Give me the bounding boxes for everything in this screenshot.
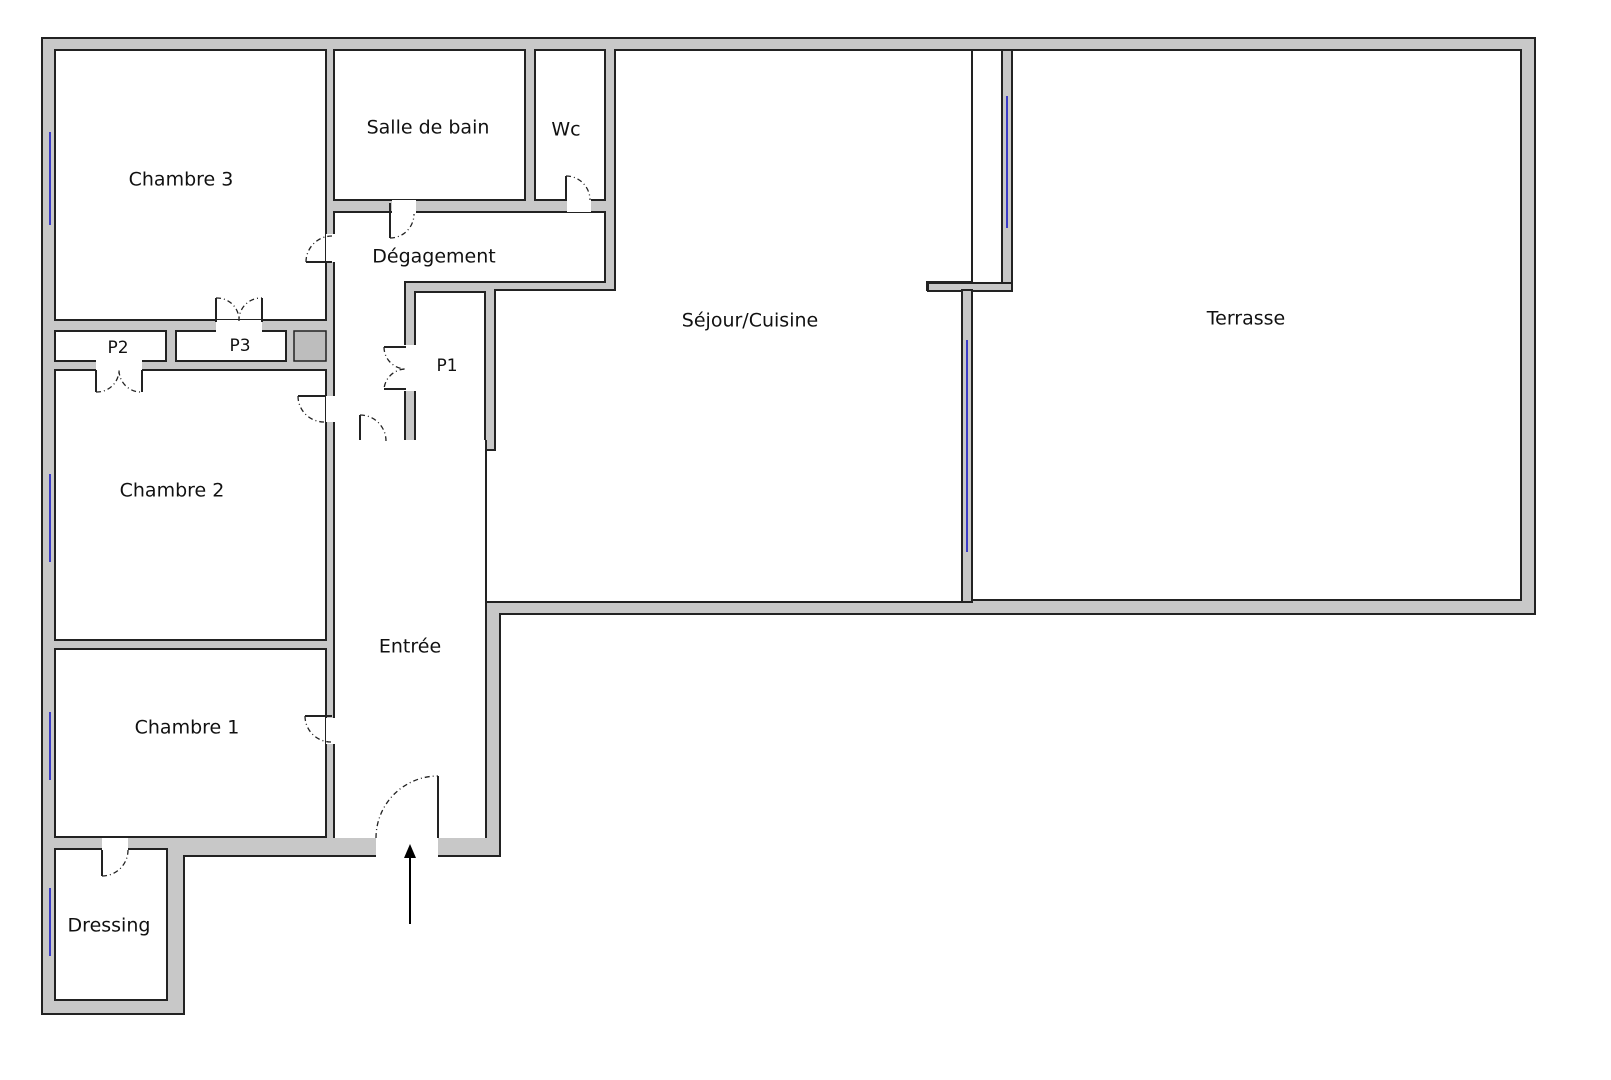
service-duct <box>293 330 327 362</box>
label-degagement: Dégagement <box>372 246 495 268</box>
room-chambre-1 <box>54 648 327 838</box>
room-wc <box>534 49 606 201</box>
room-entree-main <box>335 440 485 838</box>
room-labels: Chambre 3 Salle de bain Wc Dégagement P1… <box>68 117 1286 937</box>
room-chambre-2 <box>54 369 327 641</box>
label-terrasse: Terrasse <box>1206 308 1286 330</box>
room-chambre-3 <box>54 49 327 321</box>
room-dressing <box>54 848 168 1001</box>
doors <box>95 175 591 877</box>
room-p1 <box>414 291 486 442</box>
label-salle-de-bain: Salle de bain <box>367 117 490 139</box>
room-p3 <box>175 330 287 362</box>
label-chambre-3: Chambre 3 <box>129 169 234 191</box>
label-dressing: Dressing <box>68 915 151 937</box>
entrance-arrow-icon <box>404 844 416 924</box>
label-chambre-2: Chambre 2 <box>120 480 225 502</box>
rooms <box>54 49 1522 1001</box>
label-entree: Entrée <box>379 636 441 658</box>
room-terrasse <box>971 49 1522 601</box>
label-chambre-1: Chambre 1 <box>135 717 240 739</box>
label-p1: P1 <box>436 356 457 376</box>
label-sejour-cuisine: Séjour/Cuisine <box>682 310 818 332</box>
label-p3: P3 <box>229 336 250 356</box>
label-wc: Wc <box>551 119 580 141</box>
windows <box>49 96 1008 956</box>
room-salle-de-bain <box>333 49 526 201</box>
label-p2: P2 <box>107 338 128 358</box>
room-p2 <box>54 330 167 362</box>
